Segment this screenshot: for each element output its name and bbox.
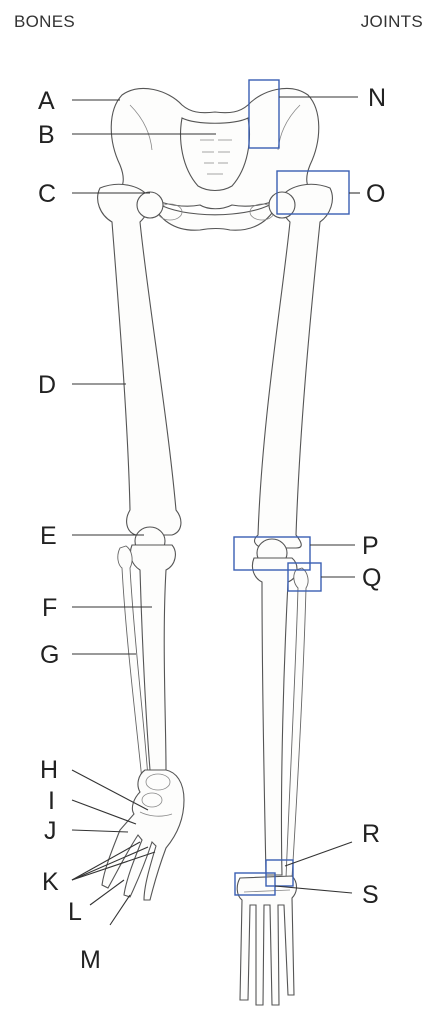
left-lower-leg [118,545,176,780]
bone-labels: A B C D E F G H I J K L M [38,87,101,974]
label-a: A [38,87,55,115]
left-femur [98,184,181,535]
label-p: P [362,532,379,560]
label-b: B [38,121,55,149]
left-foot [102,770,184,900]
label-n: N [368,84,386,112]
label-e: E [40,522,57,550]
label-i: I [48,787,55,815]
label-c: C [38,180,56,208]
label-r: R [362,820,380,848]
label-o: O [366,180,385,208]
label-d: D [38,371,56,399]
label-l: L [68,898,82,926]
label-j: J [44,817,57,845]
label-q: Q [362,564,381,592]
label-f: F [42,594,57,622]
label-s: S [362,881,379,909]
label-g: G [40,641,59,669]
label-k: K [42,868,59,896]
label-h: H [40,756,58,784]
joint-labels: N O P Q R S [362,84,386,909]
right-femur [255,184,333,548]
label-m: M [80,946,101,974]
right-lower-leg [252,558,308,878]
